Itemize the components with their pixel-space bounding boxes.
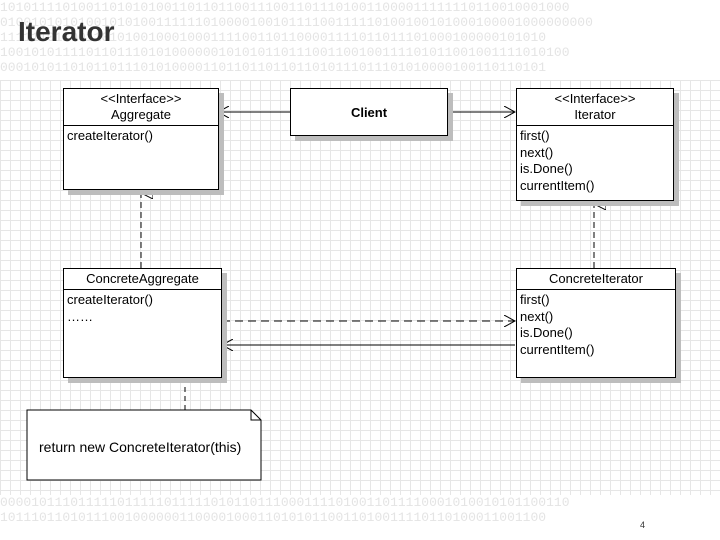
iterator-stereotype: <<Interface>> bbox=[554, 91, 636, 106]
binary-background-bottom: 0000101110111110111110111110101101110001… bbox=[0, 495, 720, 540]
operation-item: currentItem() bbox=[520, 341, 595, 357]
page-number: 4 bbox=[640, 520, 646, 530]
code-note: return new ConcreteIterator(this) bbox=[27, 410, 261, 480]
aggregate-operations: createIterator() bbox=[64, 126, 218, 147]
binary-line: 1111110110011010100100010001111001101100… bbox=[0, 30, 547, 45]
operation-item: is.Done() bbox=[520, 325, 573, 340]
operation-item: currentItem() bbox=[520, 177, 595, 193]
operation-item: createIterator() bbox=[67, 128, 153, 143]
operation-item: first() bbox=[520, 128, 550, 143]
iterator-interface-box[interactable]: <<Interface>> Iterator first() next() is… bbox=[516, 88, 674, 201]
concrete-aggregate-operations: createIterator() …… bbox=[64, 290, 221, 327]
binary-background-top: 1010111101001101010100110110110011100110… bbox=[0, 0, 720, 80]
binary-line: 1011101101011100100000011000010001101010… bbox=[0, 510, 547, 525]
client-name: Client bbox=[350, 104, 388, 120]
binary-line: 0000101110111110111110111110101101110001… bbox=[0, 495, 570, 510]
binary-line: 1010111101001101010100110110110011100110… bbox=[0, 0, 570, 15]
concrete-iterator-header: ConcreteIterator bbox=[517, 269, 675, 290]
concrete-aggregate-name: ConcreteAggregate bbox=[86, 271, 199, 286]
note-text: return new ConcreteIterator(this) bbox=[39, 439, 242, 455]
aggregate-stereotype: <<Interface>> bbox=[100, 91, 182, 106]
binary-line: 1001010111101101110101000000101010110111… bbox=[0, 45, 570, 60]
concrete-aggregate-header: ConcreteAggregate bbox=[64, 269, 221, 290]
operation-item: first() bbox=[520, 292, 550, 307]
binary-line: 0100101010100101010011111101000010010111… bbox=[0, 15, 593, 30]
operation-item: next() bbox=[520, 144, 554, 160]
aggregate-interface-box[interactable]: <<Interface>> Aggregate createIterator() bbox=[63, 88, 219, 190]
concrete-iterator-box[interactable]: ConcreteIterator first() next() is.Done(… bbox=[516, 268, 676, 378]
operation-item: …… bbox=[67, 308, 93, 324]
aggregate-header: <<Interface>> Aggregate bbox=[64, 89, 218, 126]
concrete-iterator-name: ConcreteIterator bbox=[549, 271, 643, 286]
operation-item: createIterator() bbox=[67, 292, 153, 307]
aggregate-name: Aggregate bbox=[111, 107, 171, 122]
operation-item: next() bbox=[520, 308, 554, 324]
iterator-name: Iterator bbox=[574, 107, 616, 122]
concrete-aggregate-box[interactable]: ConcreteAggregate createIterator() …… bbox=[63, 268, 222, 378]
client-class-box[interactable]: Client bbox=[290, 88, 448, 136]
concrete-iterator-operations: first() next() is.Done() currentItem() bbox=[517, 290, 675, 360]
binary-line: 0001010110101101110101000011011011011011… bbox=[0, 60, 547, 75]
iterator-operations: first() next() is.Done() currentItem() bbox=[517, 126, 673, 196]
operation-item: is.Done() bbox=[520, 161, 573, 176]
slide-title: Iterator bbox=[18, 16, 115, 47]
iterator-header: <<Interface>> Iterator bbox=[517, 89, 673, 126]
